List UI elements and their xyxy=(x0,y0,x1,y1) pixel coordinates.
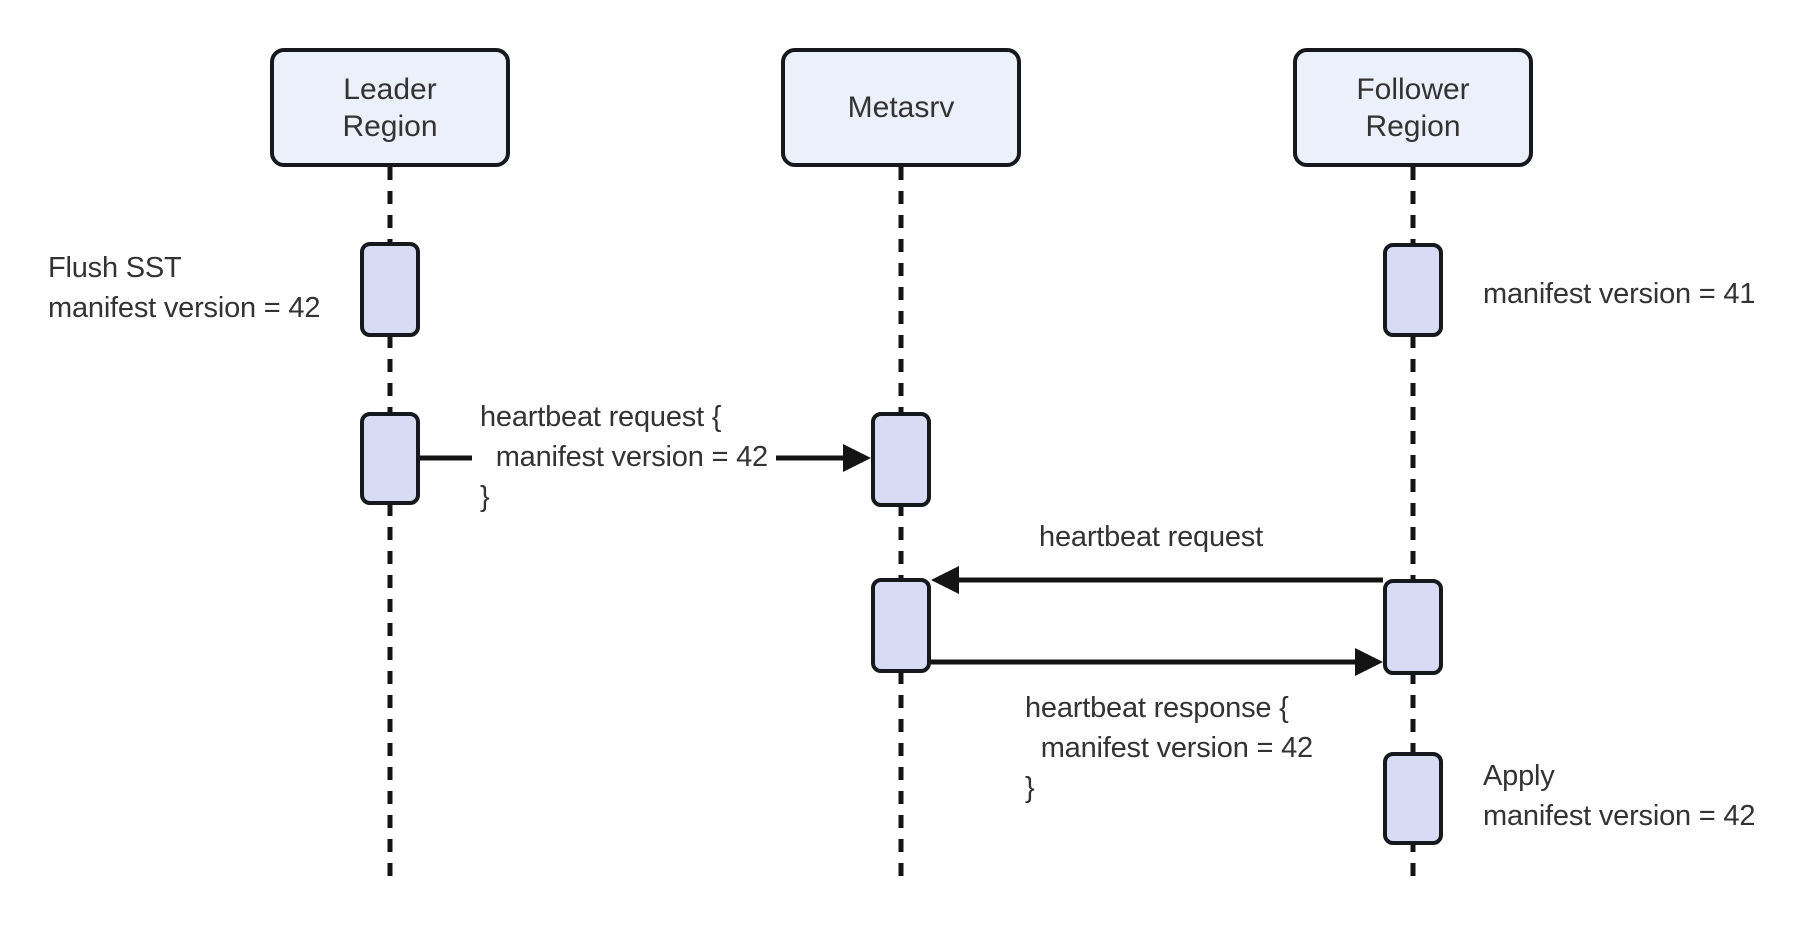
participant-follower-region: Follower Region xyxy=(1293,48,1533,167)
participant-metasrv: Metasrv xyxy=(781,48,1021,167)
activation-leader-flush xyxy=(360,242,420,337)
message-label-leader-heartbeat: heartbeat request { manifest version = 4… xyxy=(472,397,776,517)
message-label-follower-heartbeat: heartbeat request xyxy=(1039,521,1263,553)
arrowhead-follower-heartbeat xyxy=(931,566,959,594)
activation-leader-heartbeat xyxy=(360,412,420,505)
note-flush-sst: Flush SST manifest version = 42 xyxy=(48,252,321,324)
participant-leader-region: Leader Region xyxy=(270,48,510,167)
activation-follower-heartbeat xyxy=(1383,579,1443,675)
activation-follower-initial xyxy=(1383,243,1443,337)
activation-follower-apply xyxy=(1383,752,1443,845)
note-manifest-version-41: manifest version = 41 xyxy=(1483,278,1756,310)
note-apply-manifest: Apply manifest version = 42 xyxy=(1483,760,1756,832)
activation-metasrv-respond xyxy=(871,578,931,673)
message-label-heartbeat-response: heartbeat response { manifest version = … xyxy=(1017,688,1321,808)
arrowhead-heartbeat-response xyxy=(1355,648,1383,676)
arrowhead-leader-heartbeat xyxy=(843,444,871,472)
activation-metasrv-receive xyxy=(871,412,931,507)
